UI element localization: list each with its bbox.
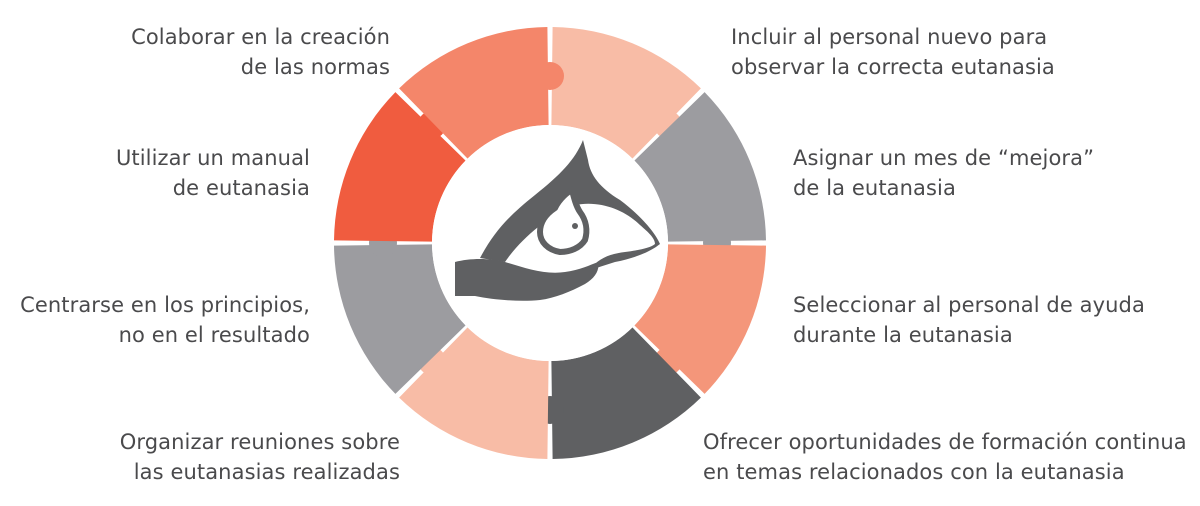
- label-line: de las normas: [240, 55, 390, 79]
- label-line: en temas relacionados con la eutanasia: [703, 460, 1125, 484]
- puzzle-tab: [536, 62, 564, 90]
- label-top-right: Incluir al personal nuevo para observar …: [731, 22, 1055, 82]
- label-top-left: Colaborar en la creación de las normas: [131, 22, 390, 82]
- label-line: las eutanasias realizadas: [133, 460, 400, 484]
- ring-segment-bottom-right: [551, 327, 701, 459]
- label-line: Asignar un mes de “mejora”: [793, 146, 1095, 170]
- label-lower-right: Seleccionar al personal de ayuda durante…: [793, 290, 1145, 350]
- label-bottom-left: Organizar reuniones sobre las eutanasias…: [120, 427, 400, 487]
- label-line: de eutanasia: [172, 176, 310, 200]
- cat-eye: [572, 223, 578, 229]
- label-line: de la eutanasia: [793, 176, 956, 200]
- cat-silhouette: [536, 185, 590, 256]
- label-line: observar la correcta eutanasia: [731, 55, 1055, 79]
- label-upper-left: Utilizar un manual de eutanasia: [116, 143, 310, 203]
- ring-segment-top-left: [399, 27, 549, 159]
- label-line: Ofrecer oportunidades de formación conti…: [703, 430, 1187, 454]
- label-bottom-right: Ofrecer oportunidades de formación conti…: [703, 427, 1187, 487]
- label-line: Seleccionar al personal de ayuda: [793, 293, 1145, 317]
- label-upper-right: Asignar un mes de “mejora” de la eutanas…: [793, 143, 1094, 203]
- dog-eye: [599, 207, 609, 217]
- label-lower-left: Centrarse en los principios, no en el re…: [20, 290, 310, 350]
- label-line: Utilizar un manual: [115, 146, 310, 170]
- label-line: Organizar reuniones sobre: [119, 430, 400, 454]
- hand-cat-dog-icon: [455, 140, 660, 301]
- ring-segment-upper-right: [634, 92, 766, 242]
- hand-silhouette: [455, 259, 599, 301]
- label-line: durante la eutanasia: [793, 323, 1013, 347]
- label-line: Centrarse en los principios,: [20, 293, 310, 317]
- label-line: no en el resultado: [118, 323, 310, 347]
- label-line: Incluir al personal nuevo para: [731, 25, 1048, 49]
- label-line: Colaborar en la creación: [131, 25, 390, 49]
- ring-segment-lower-left: [334, 244, 466, 394]
